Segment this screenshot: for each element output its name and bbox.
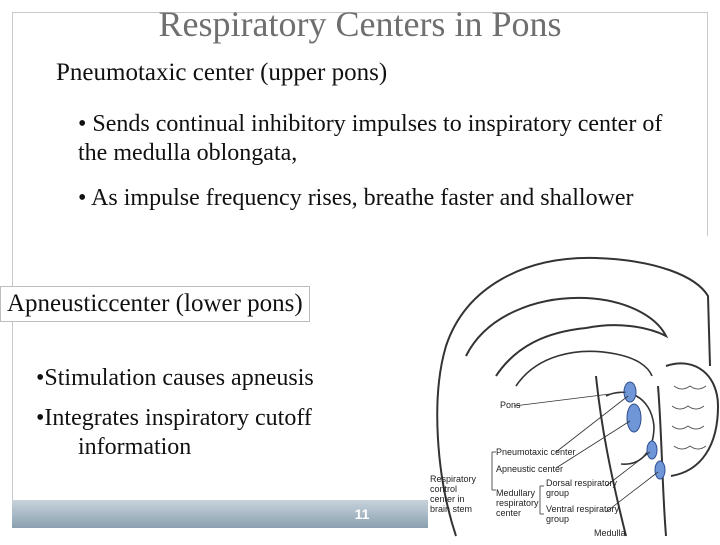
- cerebellum-folds: [671, 385, 707, 450]
- footer-bar: 11: [12, 500, 428, 528]
- thalamus-outline: [515, 350, 653, 387]
- label-medulla: Medulla: [594, 528, 626, 538]
- page-number: 11: [354, 506, 370, 522]
- label-ventral-group-1: Ventral respiratory: [546, 504, 620, 514]
- brain-stem-diagram: Pons Pneumotaxic center Apneustic center…: [426, 236, 720, 540]
- brain-diagram-svg: Pons Pneumotaxic center Apneustic center…: [430, 256, 720, 538]
- label-dorsal-group-1: Dorsal respiratory: [546, 478, 618, 488]
- bullet-inhibitory-impulses: • Sends continual inhibitory impulses to…: [78, 111, 663, 166]
- label-respiratory-control-4: brain stem: [430, 504, 472, 514]
- heading-apneustic-center: Apneusticcenter (lower pons): [0, 286, 310, 322]
- label-pneumotaxic-center: Pneumotaxic center: [496, 447, 576, 457]
- label-medullary-3: center: [496, 508, 521, 518]
- bullet-integrates-cutoff-line2: information: [78, 434, 192, 460]
- label-dorsal-group-2: group: [546, 488, 569, 498]
- label-ventral-group-2: group: [546, 514, 569, 524]
- brainstem-outline-right: [657, 385, 667, 537]
- label-apneustic-center: Apneustic center: [496, 464, 563, 474]
- cerebrum-outline: [436, 256, 711, 537]
- slide-title: Respiratory Centers in Pons: [158, 4, 562, 44]
- cerebellum-outline: [665, 362, 720, 477]
- label-respiratory-control-3: center in: [430, 494, 465, 504]
- corpus-callosum-outline: [465, 296, 669, 377]
- apneustic-center-shape: [626, 403, 642, 433]
- label-medullary-1: Medullary: [496, 488, 536, 498]
- dorsal-group-shape: [646, 440, 658, 460]
- label-medullary-2: respiratory: [496, 498, 539, 508]
- label-pons: Pons: [500, 400, 521, 410]
- label-respiratory-control-2: control: [430, 484, 457, 494]
- brainstem-outline-left: [595, 375, 627, 537]
- heading-pneumotaxic-center: Pneumotaxic center (upper pons): [56, 59, 388, 86]
- label-respiratory-control-1: Respiratory: [430, 474, 477, 484]
- bullet-integrates-cutoff: •Integrates inspiratory cutoff informati…: [36, 404, 396, 462]
- bullet-stimulation-apneusis: •Stimulation causes apneusis: [36, 365, 314, 391]
- ventral-group-shape: [654, 460, 666, 480]
- bullet-integrates-cutoff-line1: •Integrates inspiratory cutoff: [36, 405, 312, 431]
- bullet-impulse-frequency: • As impulse frequency rises, breathe fa…: [78, 185, 634, 211]
